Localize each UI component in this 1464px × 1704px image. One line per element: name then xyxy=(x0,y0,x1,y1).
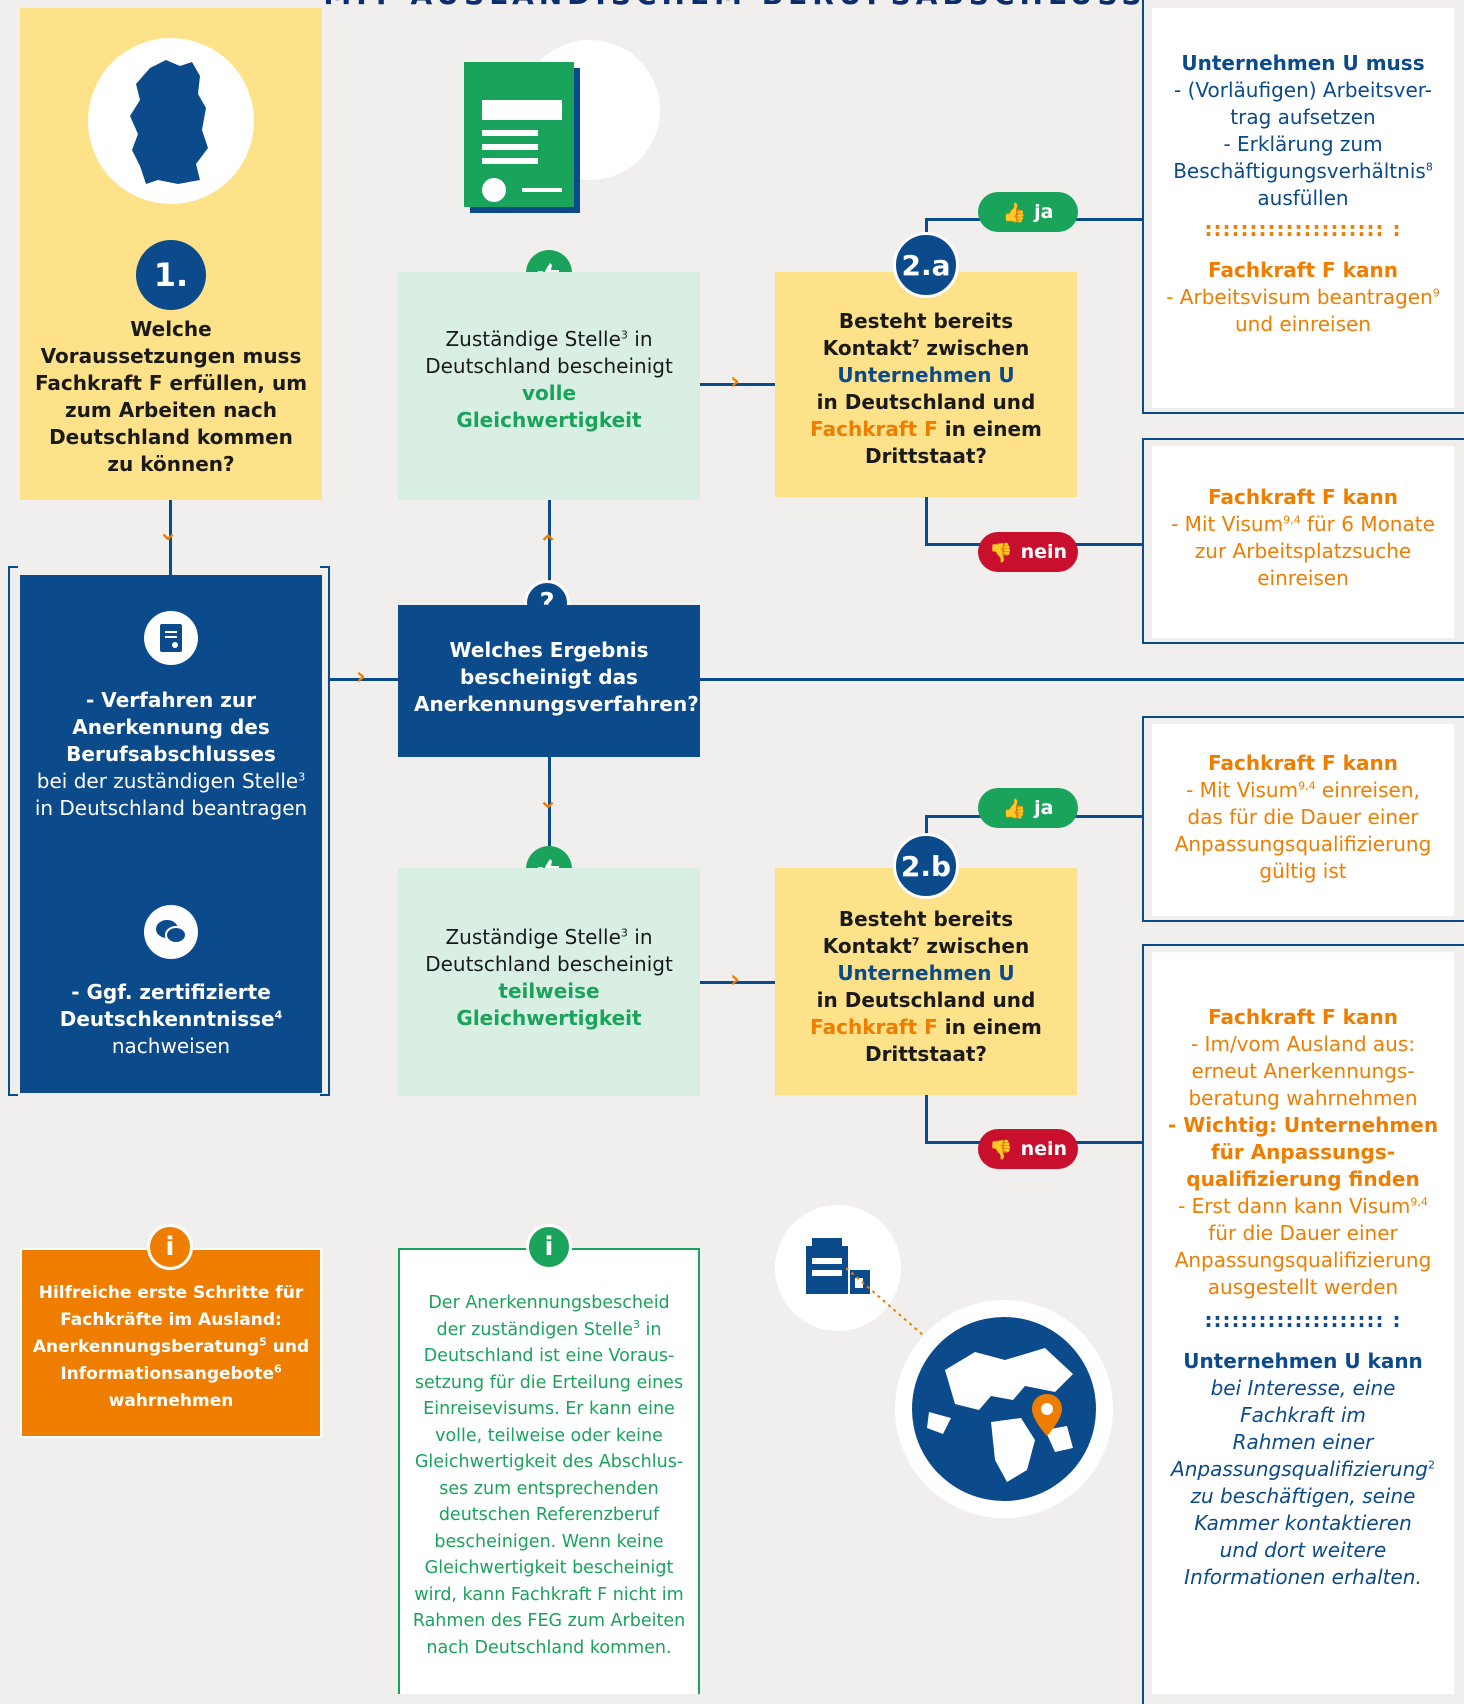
info-box: Der Anerkennungsbescheid der zuständigen… xyxy=(398,1248,700,1694)
result-2b-yes: Fachkraft F kann - Mit Visum9,4 einreise… xyxy=(1152,724,1454,916)
connector-line xyxy=(700,383,775,386)
step-number: 2.a xyxy=(893,232,959,298)
certificate-icon xyxy=(464,62,580,213)
procedure-item-2: - Ggf. zertifizierte Deutschkenntnisse4 … xyxy=(59,980,283,1058)
globe-icon xyxy=(912,1317,1096,1501)
connector-line xyxy=(925,1095,928,1141)
connector-line xyxy=(328,678,398,681)
connector-line xyxy=(700,678,1464,681)
connector-line xyxy=(548,757,551,867)
tip-box: Hilfreiche erste Schritte für Fachkräfte… xyxy=(20,1248,322,1438)
step2b-box: Besteht bereits Kontakt7 zwischen Untern… xyxy=(775,868,1077,1095)
globe-circle xyxy=(895,1300,1113,1518)
document-icon xyxy=(144,611,198,665)
center-question-box: Welches Ergebnis bescheinigt das Anerken… xyxy=(398,605,700,757)
result-2a-yes: Unternehmen U muss - (Vorläufigen) Arbei… xyxy=(1152,8,1454,408)
bracket xyxy=(1142,716,1464,922)
connector-line xyxy=(169,500,172,575)
no-pill: 👎nein xyxy=(978,1129,1078,1169)
bracket xyxy=(1142,438,1464,644)
yes-pill: 👍ja xyxy=(978,192,1078,232)
divider-dots: :::::::::::::::::::: : xyxy=(1204,217,1402,241)
bracket-right xyxy=(320,566,330,1096)
chevron-down-icon: ⌄ xyxy=(158,518,179,546)
no-pill: 👎nein xyxy=(978,532,1078,572)
bracket xyxy=(1142,944,1464,1704)
page-title: MIT AUSLÄNDISCHEM BERUFSABSCHLUSS xyxy=(310,0,1160,11)
yes-pill: 👍ja xyxy=(978,788,1078,828)
result-2a-no: Fachkraft F kann - Mit Visum9,4 für 6 Mo… xyxy=(1152,446,1454,638)
info-icon: i xyxy=(147,1224,193,1270)
chevron-right-icon: › xyxy=(356,662,366,690)
chevron-down-icon: ⌄ xyxy=(538,786,559,814)
divider-dots: :::::::::::::::::::: : xyxy=(1204,1308,1402,1332)
chevron-up-icon: ⌃ xyxy=(538,530,559,558)
thumbs-down-icon: 👎 xyxy=(988,541,1013,564)
partial-equivalence-box: Zuständige Stelle3 in Deutschland besche… xyxy=(398,868,700,1096)
thumbs-down-icon: 👎 xyxy=(988,1138,1013,1161)
step-number: 2.b xyxy=(893,833,959,899)
step1-box: 1. Welche Voraussetzungen muss Fachkraft… xyxy=(20,8,322,500)
step1-question: Welche Voraussetzungen muss Fachkraft F … xyxy=(34,317,308,476)
info-icon: i xyxy=(526,1224,572,1270)
bracket xyxy=(1142,0,1464,414)
chevron-right-icon: › xyxy=(730,367,740,395)
thumbs-up-icon: 👍 xyxy=(1002,797,1027,820)
company-building-icon xyxy=(775,1205,901,1331)
step2a-box: Besteht bereits Kontakt7 zwischen Untern… xyxy=(775,272,1077,497)
result-2b-no: Fachkraft F kann - Im/vom Ausland aus: e… xyxy=(1152,952,1454,1694)
bracket-left xyxy=(8,566,18,1096)
germany-map-icon xyxy=(130,60,208,184)
procedure-box: - Verfahren zur Anerkennung des Berufsab… xyxy=(20,575,322,1093)
location-pin-icon xyxy=(1032,1394,1062,1436)
chat-icon xyxy=(144,905,198,959)
connector-dotted-line xyxy=(845,1267,1047,1443)
map-circle xyxy=(88,38,254,204)
thumbs-up-icon: 👍 xyxy=(1002,201,1027,224)
step-number: 1. xyxy=(136,240,206,310)
connector-line xyxy=(548,500,551,605)
connector-line xyxy=(925,497,928,543)
full-equivalence-box: Zuständige Stelle3 in Deutschland besche… xyxy=(398,272,700,500)
connector-line xyxy=(700,981,775,984)
procedure-item-1: - Verfahren zur Anerkennung des Berufsab… xyxy=(34,688,308,820)
chevron-right-icon: › xyxy=(730,965,740,993)
